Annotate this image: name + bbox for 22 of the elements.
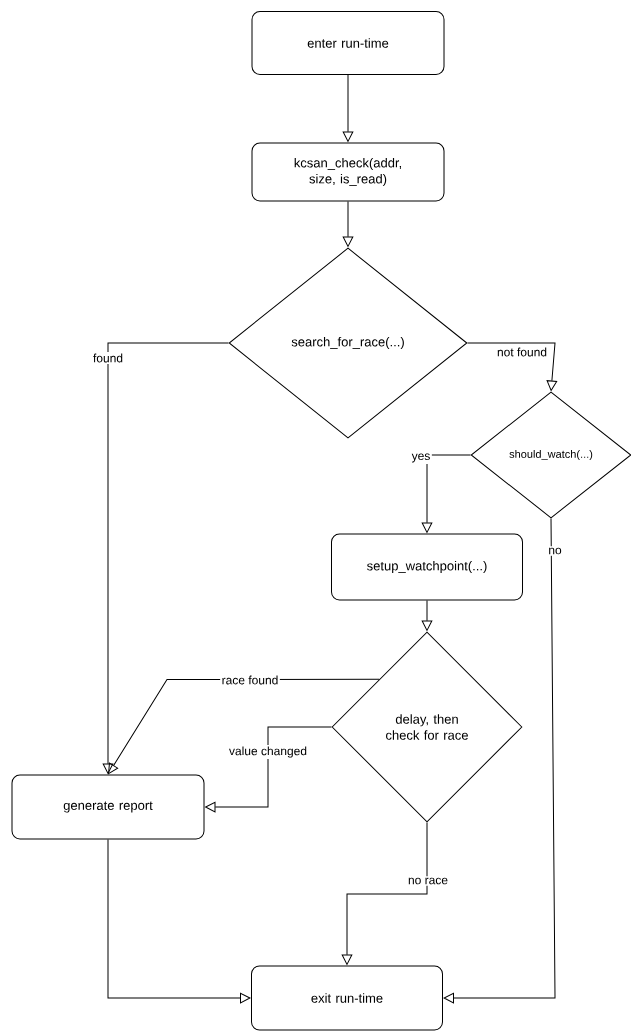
arrow bbox=[342, 74, 354, 142]
arrow bbox=[341, 822, 428, 965]
process-box: enter run-time bbox=[251, 11, 445, 75]
arrow bbox=[102, 342, 229, 774]
edge-label: value changed bbox=[227, 744, 309, 760]
process-box: exit run-time bbox=[251, 965, 443, 1031]
edge-label: race found bbox=[220, 674, 280, 686]
process-box: kcsan_check(addr, size, is_read) bbox=[251, 142, 445, 202]
edge-label: not found bbox=[495, 346, 549, 358]
arrow bbox=[421, 454, 471, 533]
arrow bbox=[421, 600, 433, 631]
arrow bbox=[107, 839, 251, 1004]
arrow bbox=[205, 726, 332, 813]
process-box: generate report bbox=[11, 774, 205, 840]
edge-label: no bbox=[546, 546, 564, 556]
edge-label: no race bbox=[406, 876, 450, 886]
process-box: setup_watchpoint(...) bbox=[331, 533, 523, 601]
arrow bbox=[342, 201, 354, 247]
arrow bbox=[443, 518, 556, 1004]
arrow bbox=[467, 342, 558, 391]
edge-label: found bbox=[91, 352, 125, 364]
edge-label: yes bbox=[410, 452, 432, 464]
